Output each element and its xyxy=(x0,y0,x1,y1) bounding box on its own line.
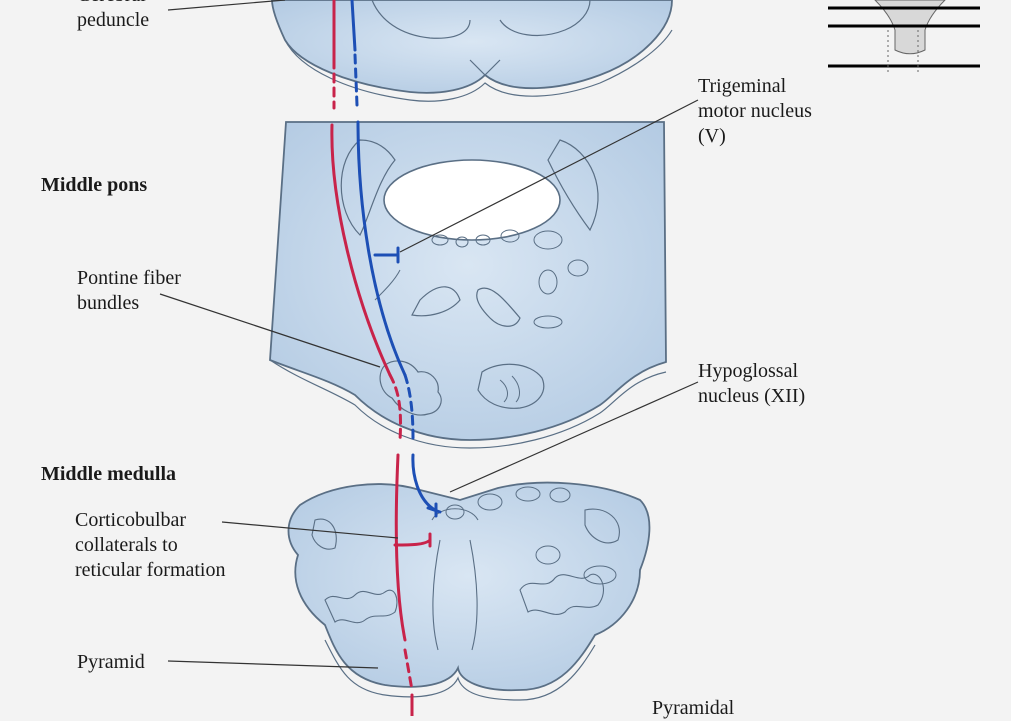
leader-lines xyxy=(159,0,699,669)
leader-pyramid xyxy=(167,660,379,669)
leader-pontine-fiber xyxy=(159,293,381,368)
leader-cerebral-peduncle xyxy=(167,0,286,11)
middle-pons-heading: Middle pons xyxy=(41,174,148,196)
red-corticobulbar-pathway xyxy=(330,0,432,716)
leader-hypoglossal xyxy=(449,381,699,493)
leader-corticobulbar xyxy=(221,521,399,539)
hypoglossal-nucleus-label: Hypoglossal nucleus (XII) xyxy=(698,360,806,407)
midbrain-section xyxy=(271,0,673,102)
corticobulbar-collaterals-label: Corticobulbar collaterals to reticular f… xyxy=(75,509,226,581)
level-inset-diagram xyxy=(828,0,980,75)
cerebral-peduncle-label: Cerebral peduncle xyxy=(77,0,150,31)
medulla-section xyxy=(287,481,651,701)
pons-section xyxy=(269,121,667,449)
blue-corticobulbar-pathway xyxy=(350,0,442,518)
pontine-fiber-bundles-label: Pontine fiber bundles xyxy=(77,267,181,314)
pyramid-label: Pyramid xyxy=(77,651,145,673)
middle-medulla-heading: Middle medulla xyxy=(41,463,177,485)
pyramidal-label: Pyramidal xyxy=(652,697,735,719)
leader-trigeminal-nucleus xyxy=(399,99,699,253)
trigeminal-motor-nucleus-label: Trigeminal motor nucleus (V) xyxy=(698,75,812,147)
